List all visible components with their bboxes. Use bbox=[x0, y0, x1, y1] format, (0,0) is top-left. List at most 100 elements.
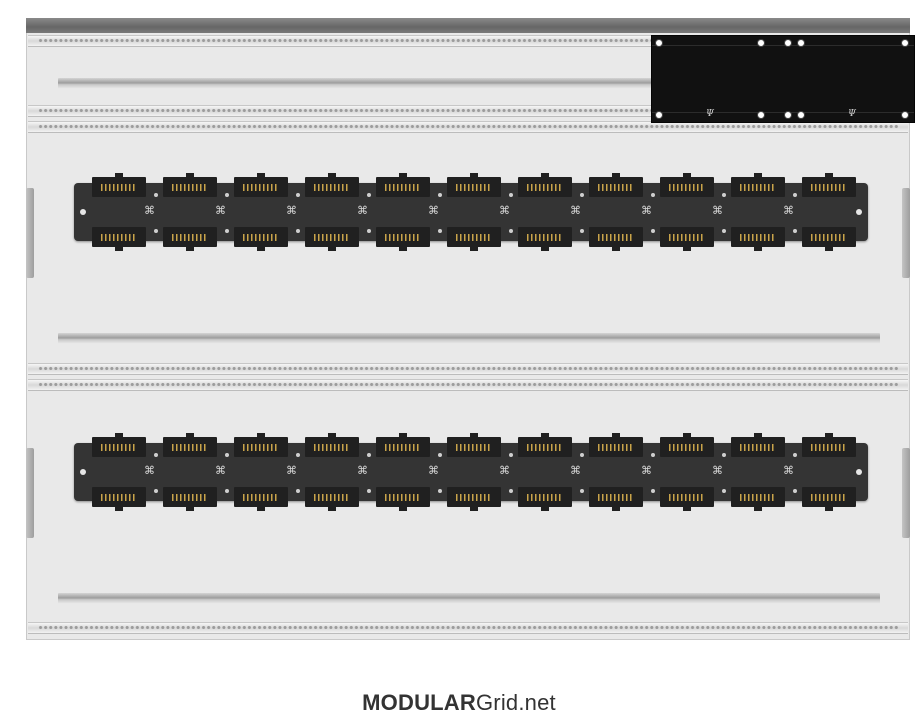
busboard-via bbox=[793, 489, 797, 493]
busboard-via bbox=[438, 229, 442, 233]
busboard-logo-mark: ⌘ bbox=[783, 464, 794, 477]
power-header-top[interactable] bbox=[589, 433, 643, 457]
busboard-via bbox=[438, 489, 442, 493]
power-header-bottom[interactable] bbox=[447, 227, 501, 251]
power-header-bottom[interactable] bbox=[802, 227, 856, 251]
power-header-bottom[interactable] bbox=[589, 227, 643, 251]
busboard-row2[interactable]: ⌘⌘⌘⌘⌘⌘⌘⌘⌘⌘ bbox=[74, 173, 868, 251]
power-header-bottom[interactable] bbox=[305, 487, 359, 511]
busboard-logo-mark: ⌘ bbox=[286, 464, 297, 477]
mount-hole bbox=[758, 112, 764, 118]
power-header-top[interactable] bbox=[589, 173, 643, 197]
busboard-logo-mark: ⌘ bbox=[499, 464, 510, 477]
power-header-top[interactable] bbox=[447, 173, 501, 197]
power-header-top[interactable] bbox=[802, 173, 856, 197]
busboard-logo-mark: ⌘ bbox=[641, 464, 652, 477]
power-header-bottom[interactable] bbox=[163, 487, 217, 511]
busboard-via bbox=[296, 193, 300, 197]
busboard-logo-mark: ⌘ bbox=[428, 464, 439, 477]
power-header-top[interactable] bbox=[234, 433, 288, 457]
busboard-via bbox=[651, 229, 655, 233]
power-header-bottom[interactable] bbox=[234, 227, 288, 251]
power-header-bottom[interactable] bbox=[376, 227, 430, 251]
busboard-via bbox=[580, 229, 584, 233]
rail-groove-row1 bbox=[58, 78, 880, 89]
power-header-top[interactable] bbox=[163, 433, 217, 457]
mount-hole bbox=[758, 40, 764, 46]
power-header-top[interactable] bbox=[92, 173, 146, 197]
mount-hole bbox=[902, 112, 908, 118]
power-header-top[interactable] bbox=[163, 173, 217, 197]
busboard-logo-mark: ⌘ bbox=[428, 204, 439, 217]
power-header-top[interactable] bbox=[305, 173, 359, 197]
mount-hole bbox=[785, 40, 791, 46]
busboard-logo-mark: ⌘ bbox=[570, 204, 581, 217]
busboard-row3[interactable]: ⌘⌘⌘⌘⌘⌘⌘⌘⌘⌘ bbox=[74, 433, 868, 511]
case-side-right-lower bbox=[902, 448, 910, 538]
busboard-via bbox=[154, 453, 158, 457]
busboard-via bbox=[793, 453, 797, 457]
power-header-bottom[interactable] bbox=[731, 487, 785, 511]
case-side-right bbox=[902, 188, 910, 278]
power-header-top[interactable] bbox=[234, 173, 288, 197]
case-side-left-lower bbox=[26, 448, 34, 538]
busboard-logo-mark: ⌘ bbox=[144, 204, 155, 217]
busboard-via bbox=[225, 229, 229, 233]
busboard-logo-mark: ⌘ bbox=[357, 204, 368, 217]
busboard-via bbox=[651, 193, 655, 197]
module-logo: Ψ bbox=[706, 109, 714, 119]
busboard-via bbox=[296, 229, 300, 233]
power-header-top[interactable] bbox=[376, 173, 430, 197]
busboard-logo-mark: ⌘ bbox=[215, 204, 226, 217]
busboard-via bbox=[154, 489, 158, 493]
busboard-logo-mark: ⌘ bbox=[286, 204, 297, 217]
busboard-via bbox=[225, 489, 229, 493]
busboard-via bbox=[438, 453, 442, 457]
power-header-bottom[interactable] bbox=[376, 487, 430, 511]
power-header-top[interactable] bbox=[731, 433, 785, 457]
power-header-bottom[interactable] bbox=[660, 227, 714, 251]
busboard-logo-mark: ⌘ bbox=[712, 464, 723, 477]
power-header-bottom[interactable] bbox=[305, 227, 359, 251]
busboard-via bbox=[438, 193, 442, 197]
busboard-via bbox=[367, 489, 371, 493]
power-header-bottom[interactable] bbox=[234, 487, 288, 511]
power-header-bottom[interactable] bbox=[92, 227, 146, 251]
busboard-via bbox=[509, 229, 513, 233]
power-header-bottom[interactable] bbox=[589, 487, 643, 511]
power-header-top[interactable] bbox=[731, 173, 785, 197]
module-logo: Ψ bbox=[848, 109, 856, 119]
power-header-top[interactable] bbox=[92, 433, 146, 457]
mount-hole bbox=[656, 112, 662, 118]
power-header-bottom[interactable] bbox=[518, 487, 572, 511]
power-header-top[interactable] bbox=[660, 173, 714, 197]
power-header-bottom[interactable] bbox=[447, 487, 501, 511]
busboard-via bbox=[793, 193, 797, 197]
power-header-bottom[interactable] bbox=[731, 227, 785, 251]
mount-hole bbox=[798, 112, 804, 118]
busboard-mount-hole bbox=[80, 209, 86, 215]
power-header-bottom[interactable] bbox=[163, 227, 217, 251]
busboard-logo-mark: ⌘ bbox=[144, 464, 155, 477]
busboard-via bbox=[509, 489, 513, 493]
power-header-bottom[interactable] bbox=[92, 487, 146, 511]
eurorack-case[interactable]: Ψ Ψ ⌘⌘⌘⌘⌘⌘⌘⌘⌘⌘ ⌘⌘⌘⌘⌘⌘⌘⌘⌘⌘ bbox=[26, 18, 915, 640]
power-header-bottom[interactable] bbox=[802, 487, 856, 511]
power-header-top[interactable] bbox=[376, 433, 430, 457]
power-header-top[interactable] bbox=[518, 433, 572, 457]
power-header-top[interactable] bbox=[305, 433, 359, 457]
power-header-top[interactable] bbox=[518, 173, 572, 197]
power-header-top[interactable] bbox=[802, 433, 856, 457]
modulargrid-logo: MODULARGrid.net bbox=[362, 690, 556, 715]
busboard-via bbox=[651, 489, 655, 493]
power-header-top[interactable] bbox=[660, 433, 714, 457]
busboard-logo-mark: ⌘ bbox=[570, 464, 581, 477]
blank-module[interactable]: Ψ Ψ bbox=[651, 35, 915, 123]
power-header-top[interactable] bbox=[447, 433, 501, 457]
busboard-via bbox=[722, 453, 726, 457]
power-header-bottom[interactable] bbox=[518, 227, 572, 251]
busboard-logo-mark: ⌘ bbox=[215, 464, 226, 477]
power-header-bottom[interactable] bbox=[660, 487, 714, 511]
busboard-via bbox=[296, 453, 300, 457]
